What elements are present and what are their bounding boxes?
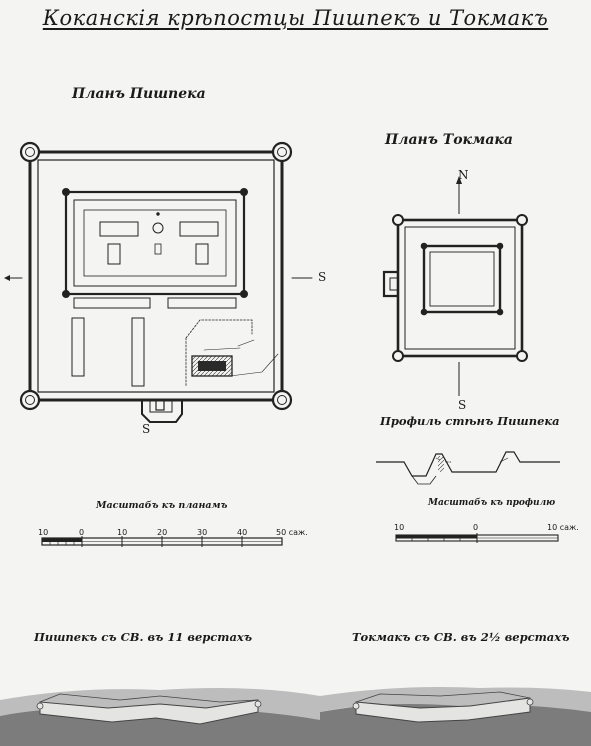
tokmak-plan-title: Планъ Токмака [385, 132, 513, 148]
pishpek-barrack [167, 297, 237, 309]
pishpek-tower-se [271, 389, 293, 411]
plan-scale-bar [41, 536, 283, 547]
plan-scale-caption: Масштабъ къ планамъ [96, 500, 228, 511]
pishpek-barrack [131, 317, 145, 387]
plan-scale-tick: 10 [117, 528, 128, 537]
tokmak-plan [382, 176, 528, 396]
tokmak-tower [392, 214, 404, 226]
tokmak-view-caption: Токмакъ съ СВ. въ 2½ верстахъ [352, 630, 570, 644]
pishpek-building [99, 221, 139, 237]
page-title: Коканскія крѣпостцы Пишпекъ и Токмакъ [42, 6, 549, 30]
tokmak-outer-wall [396, 218, 524, 358]
profile-scale-caption: Масштабъ къ профилю [428, 498, 556, 508]
profile-title: Профиль стѣнъ Пишпека [380, 414, 560, 428]
pishpek-well [152, 222, 164, 234]
pishpek-gate [141, 399, 183, 423]
profile-hatched-face [438, 456, 444, 472]
plan-scale-tick: 30 [197, 528, 208, 537]
tokmak-tower [516, 214, 528, 226]
pishpek-citadel-court [83, 209, 227, 277]
pishpek-view-caption: Пишпекъ съ СВ. въ 11 верстахъ [34, 630, 253, 644]
tokmak-south-marker: S [458, 398, 467, 412]
plan-scale-tick: 0 [79, 528, 85, 537]
pishpek-plan-title: Планъ Пишпека [72, 86, 206, 102]
pishpek-tower-sw [19, 389, 41, 411]
tokmak-citadel [422, 244, 502, 314]
pishpek-building [195, 243, 209, 265]
pishpek-tower-nw [19, 141, 41, 163]
tokmak-gate [382, 270, 398, 298]
pishpek-building [107, 243, 121, 265]
pishpek-gate-marker: S [142, 422, 151, 436]
pishpek-tower-ne [271, 141, 293, 163]
pishpek-barrack [73, 297, 151, 309]
pishpek-inner-wall [37, 159, 275, 393]
profile-scale-bar [395, 533, 559, 543]
profile-scale-tick: 10 саж. [547, 523, 579, 532]
tokmak-north-marker: N [458, 168, 469, 182]
tokmak-tower [516, 350, 528, 362]
plan-scale-tick: 20 [157, 528, 168, 537]
pishpek-view-wall [39, 699, 259, 725]
profile-scale-tick: 10 [394, 523, 405, 532]
pishpek-enclosure [185, 319, 253, 387]
profile-scale-tick: 0 [473, 523, 479, 532]
pishpek-east-marker: S [318, 270, 327, 284]
plan-scale-tick: 50 саж. [276, 528, 308, 537]
pishpek-citadel-wall [64, 190, 246, 296]
tokmak-tower [392, 350, 404, 362]
pishpek-plan [4, 141, 313, 423]
pishpek-building [179, 221, 219, 237]
wall-profile [376, 451, 560, 485]
plan-scale-tick: 40 [237, 528, 248, 537]
plan-scale-tick: 10 [38, 528, 49, 537]
pishpek-view [0, 688, 320, 746]
tokmak-view [320, 687, 591, 746]
pishpek-barrack [71, 317, 85, 377]
tokmak-view-wall [355, 697, 531, 723]
